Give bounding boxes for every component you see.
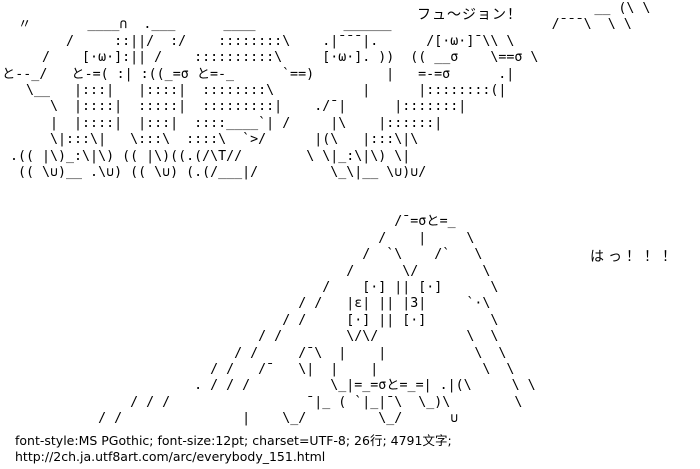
speech-ha-text: はっ！！！ — [590, 249, 680, 265]
speech-fusion-text: フュ〜ジョン！ — [417, 7, 522, 23]
footer-url: http://2ch.ja.utf8art.com/arc/everybody_… — [15, 448, 326, 464]
ascii-art: __ (\ \ 〃 ____∩ .___ ____ ______ /¯¯¯\ \… — [2, 1, 651, 427]
footer-meta: font-style:MS PGothic; font-size:12pt; c… — [15, 433, 452, 448]
footer: font-style:MS PGothic; font-size:12pt; c… — [15, 433, 452, 464]
